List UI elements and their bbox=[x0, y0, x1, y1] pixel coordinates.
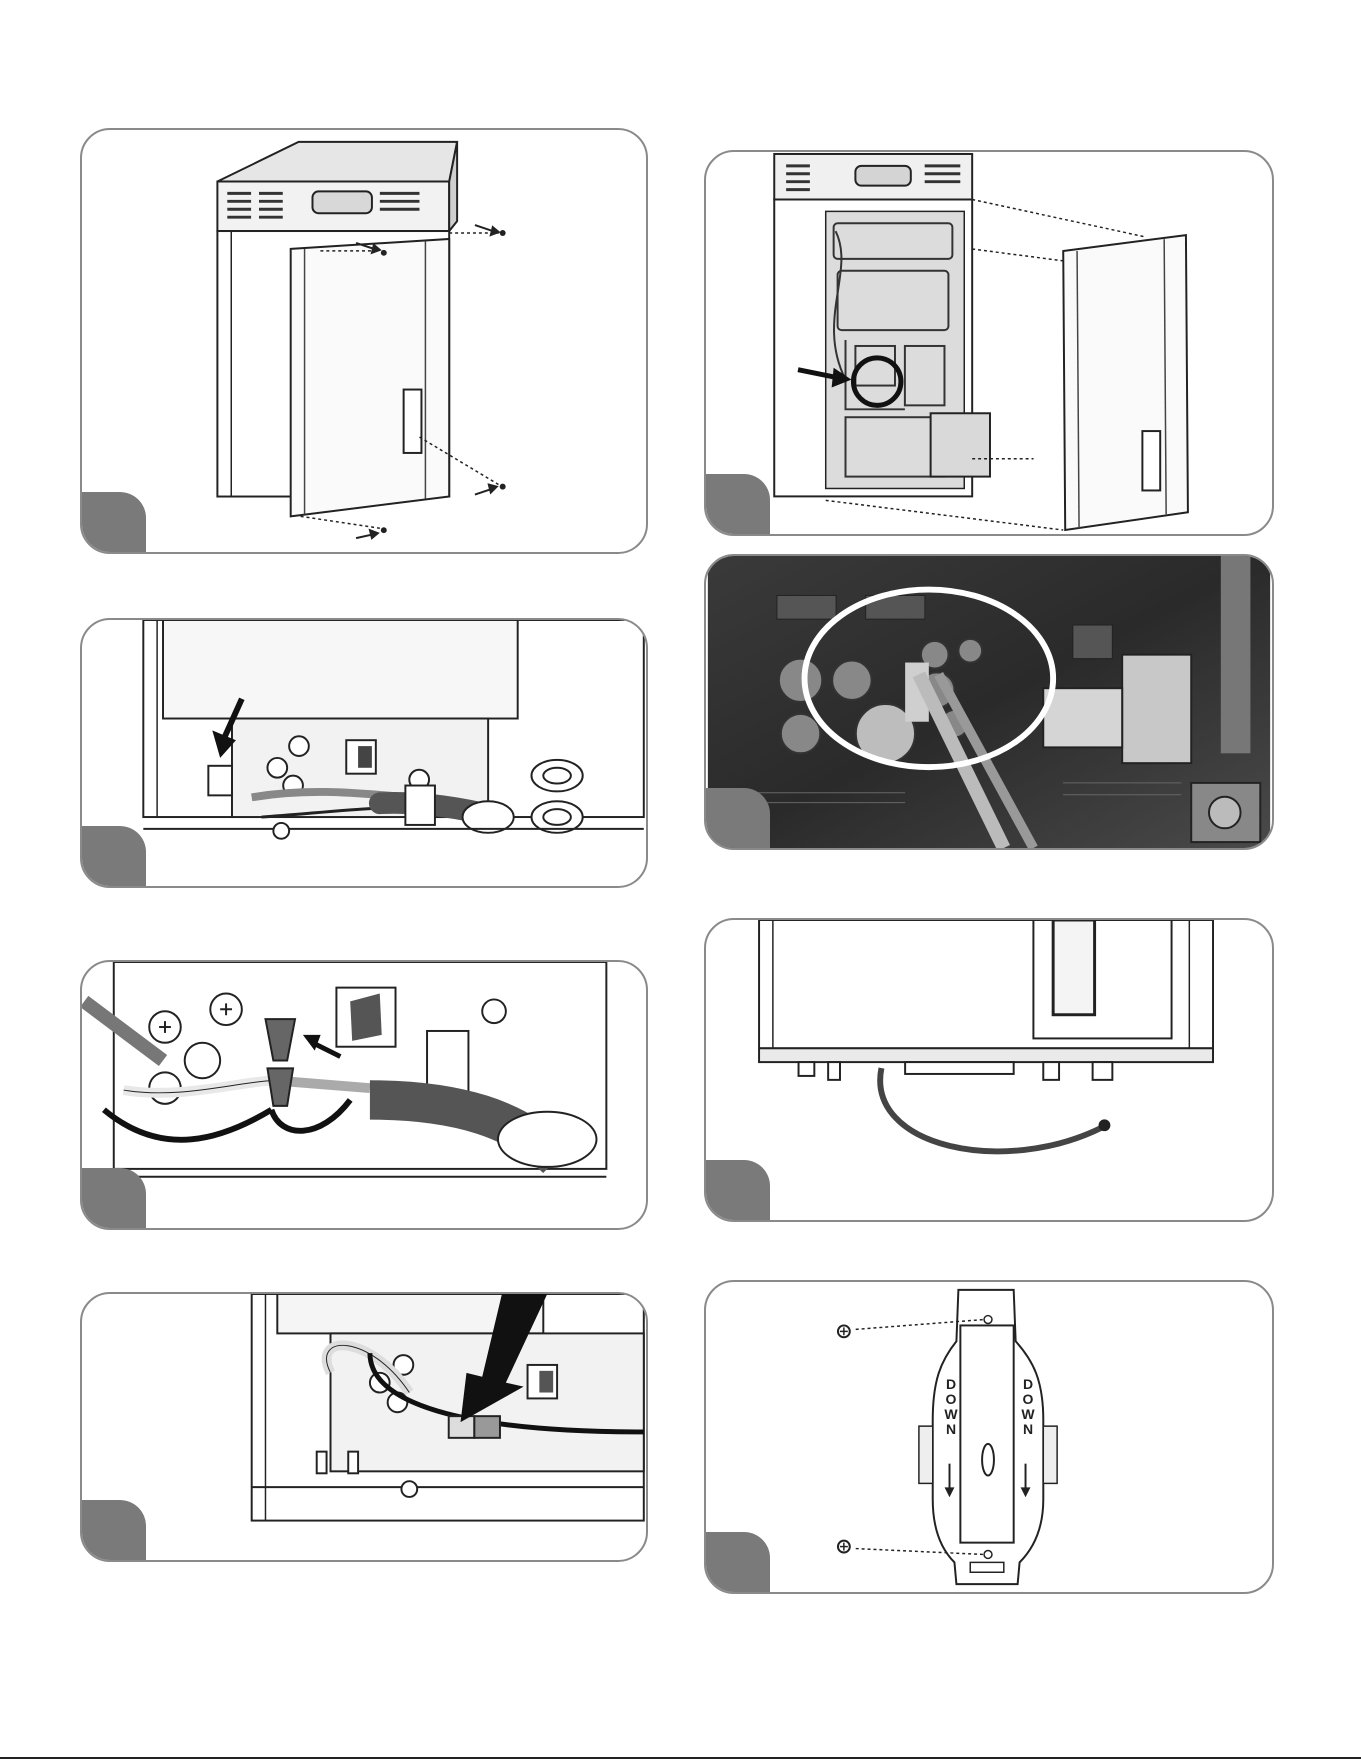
bracket-down-label-left: DOWN bbox=[943, 1377, 959, 1437]
step-number-tab bbox=[82, 826, 146, 886]
step-number-tab bbox=[706, 1160, 770, 1220]
figure-remove-front-cover bbox=[704, 150, 1274, 536]
step-number-tab bbox=[706, 474, 770, 534]
figure-mounting-bracket: DOWN DOWN bbox=[704, 1280, 1274, 1594]
plug-connector-illustration bbox=[82, 1294, 646, 1560]
footer-rule bbox=[0, 1757, 1361, 1759]
step-number-tab bbox=[706, 788, 770, 848]
water-heater-internals-illustration bbox=[706, 152, 1272, 534]
bracket-down-label-right: DOWN bbox=[1020, 1377, 1036, 1437]
wire-nut-connection-illustration bbox=[82, 962, 646, 1228]
figure-circuit-board-closeup bbox=[704, 554, 1274, 850]
sensor-cable-illustration bbox=[706, 920, 1272, 1220]
water-heater-cover-screws-illustration bbox=[82, 130, 646, 552]
figure-wire-nut-connection bbox=[80, 960, 648, 1230]
circuit-board-photo bbox=[706, 556, 1272, 848]
figure-power-connector bbox=[80, 618, 648, 888]
step-number-tab bbox=[82, 1168, 146, 1228]
step-number-tab bbox=[82, 1500, 146, 1560]
figure-plug-connector bbox=[80, 1292, 648, 1562]
step-number-tab bbox=[82, 492, 146, 552]
figure-front-cover-screws bbox=[80, 128, 648, 554]
figure-sensor-cable bbox=[704, 918, 1274, 1222]
power-connector-illustration bbox=[82, 620, 646, 886]
step-number-tab bbox=[706, 1532, 770, 1592]
mounting-bracket-illustration bbox=[706, 1282, 1272, 1592]
